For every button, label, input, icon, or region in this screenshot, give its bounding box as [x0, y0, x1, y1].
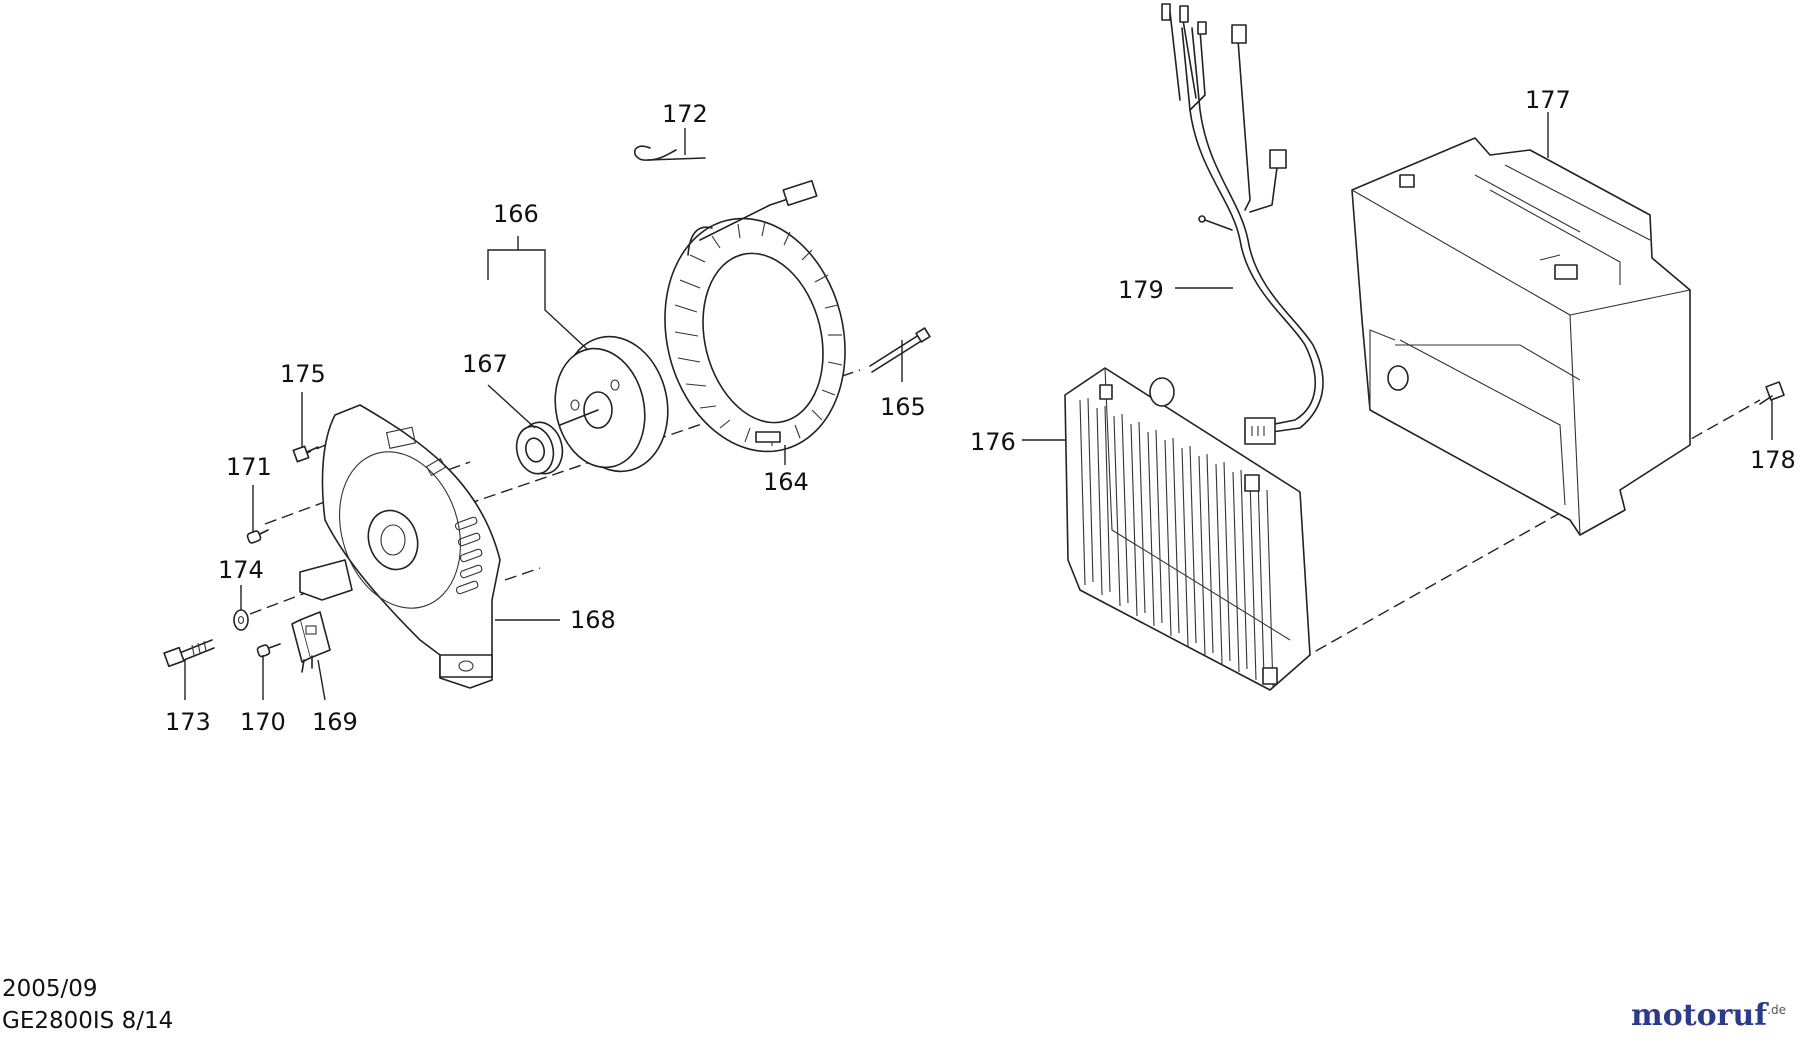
screw-171-part — [246, 529, 269, 544]
footer-date: 2005/09 — [2, 976, 98, 1002]
through-bolt-part — [869, 327, 931, 373]
bolt-175-part — [292, 445, 319, 463]
logo-text: motoruf — [1631, 998, 1768, 1033]
screw-170-part — [256, 643, 281, 658]
end-cover-part — [299, 404, 501, 689]
bolt-178-part — [1759, 381, 1785, 405]
module-169-part — [291, 611, 331, 673]
callout-173: 173 — [165, 708, 211, 736]
housing-part — [1351, 137, 1691, 536]
callout-165: 165 — [880, 393, 926, 421]
callout-164: 164 — [763, 468, 809, 496]
stator-part — [664, 179, 846, 453]
cable-tie-part — [633, 145, 706, 161]
callout-178: 178 — [1750, 446, 1796, 474]
callout-171: 171 — [226, 453, 272, 481]
callout-168: 168 — [570, 606, 616, 634]
callout-179: 179 — [1118, 276, 1164, 304]
motoruf-logo[interactable]: motoruf.de — [1631, 998, 1786, 1033]
footer-model-page: GE2800IS 8/14 — [2, 1008, 174, 1034]
leader-lines — [184, 112, 1773, 701]
logo-suffix: .de — [1767, 1003, 1786, 1017]
wiring-harness-part — [1161, 3, 1324, 445]
callout-172: 172 — [662, 100, 708, 128]
bolt-173-part — [163, 639, 215, 668]
callout-177: 177 — [1525, 86, 1571, 114]
inverter-part — [1064, 367, 1311, 691]
washer-174-part — [233, 609, 249, 631]
callout-labels: 172 166 167 165 164 175 171 174 168 173 … — [165, 86, 1796, 736]
callout-167: 167 — [462, 350, 508, 378]
callout-170: 170 — [240, 708, 286, 736]
callout-175: 175 — [280, 360, 326, 388]
bearing-part — [515, 421, 564, 475]
callout-176: 176 — [970, 428, 1016, 456]
callout-174: 174 — [218, 556, 264, 584]
rotor-part — [554, 335, 669, 473]
callout-166: 166 — [493, 200, 539, 228]
callout-169: 169 — [312, 708, 358, 736]
